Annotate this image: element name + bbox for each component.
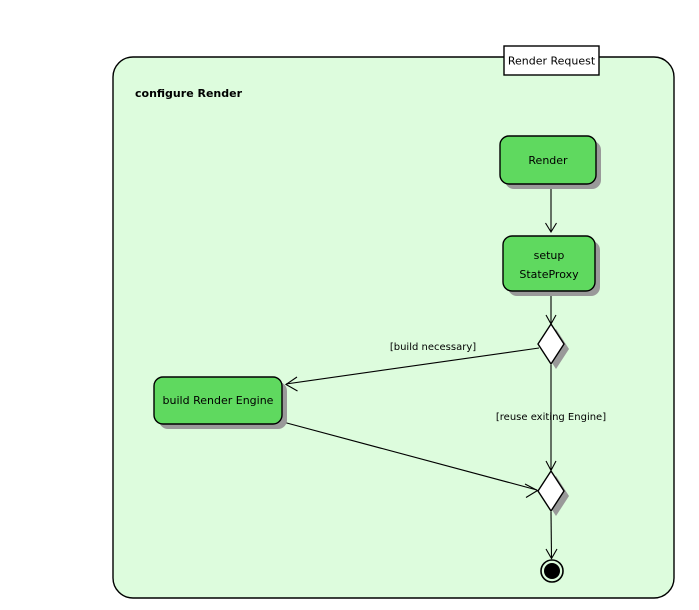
edges-layer [282, 186, 558, 560]
edge-line [282, 421, 538, 491]
entry-tag-box [503, 45, 600, 76]
arrowhead-icon [545, 548, 558, 560]
edge-decision-to-build [284, 347, 540, 392]
activity-frame: configure Render [112, 56, 675, 599]
node-label-line1: setup [534, 249, 565, 262]
merge-diamond [537, 469, 565, 513]
edge-label-reuse-exiting-engine: [reuse exiting Engine] [496, 412, 606, 423]
node-label-line2: StateProxy [519, 268, 579, 281]
edge-merge-to-final [545, 511, 558, 560]
edge-labels-layer: [build necessary] [reuse exiting Engine] [390, 342, 606, 423]
edge-line [285, 347, 540, 385]
arrowhead-icon [284, 376, 298, 392]
entry-tag-label: Render Request [508, 55, 596, 68]
node-box [499, 135, 597, 185]
node-render[interactable]: Render [499, 135, 601, 189]
node-label: build Render Engine [163, 394, 274, 407]
node-setup-state-proxy[interactable]: setup StateProxy [502, 235, 600, 296]
node-box [153, 376, 283, 425]
edge-render-to-setup [545, 186, 557, 234]
edge-line [550, 511, 553, 559]
node-final[interactable] [540, 559, 564, 583]
node-label: Render [528, 154, 568, 167]
edge-label-build-necessary: [build necessary] [390, 342, 476, 353]
node-build-render-engine[interactable]: build Render Engine [153, 376, 287, 429]
final-node-core [544, 563, 560, 579]
node-decision-1[interactable] [537, 322, 569, 369]
node-merge-1[interactable] [537, 469, 569, 516]
node-box [502, 235, 596, 292]
arrowhead-icon [545, 222, 557, 234]
frame-title-label: configure Render [135, 87, 243, 100]
decision-diamond [537, 322, 565, 366]
entry-tag-render-request[interactable]: Render Request [503, 45, 600, 76]
frame-border [112, 56, 675, 599]
